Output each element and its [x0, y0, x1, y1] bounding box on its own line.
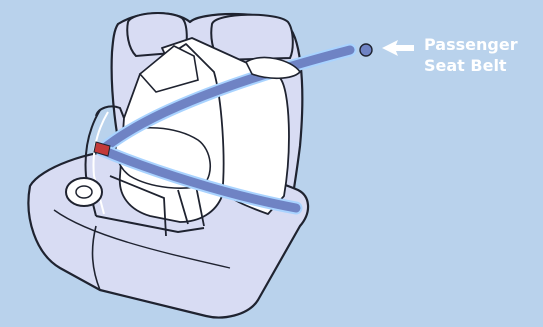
- belt-anchor: [360, 44, 372, 56]
- callout-line-2: Seat Belt: [424, 55, 536, 76]
- callout-line-1: Passenger: [424, 34, 536, 55]
- arrow-left-icon: [382, 40, 414, 56]
- passenger-seat-belt-label: Passenger Seat Belt: [424, 34, 536, 76]
- wheel-front: [66, 178, 102, 206]
